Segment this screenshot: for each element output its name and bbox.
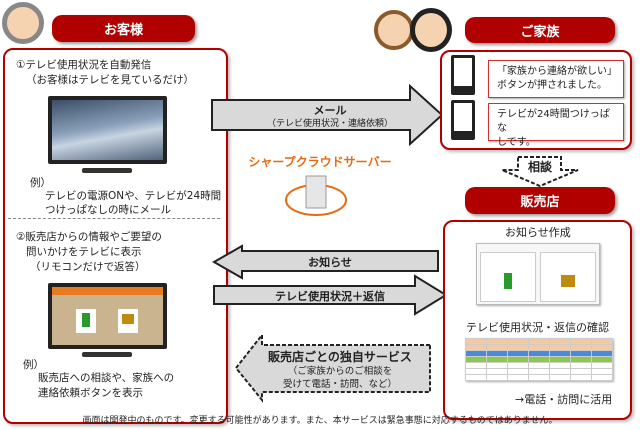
family-message-1: 「家族から連絡が欲しい」ボタンが押されました。 [488, 60, 624, 98]
family-header: ご家族 [465, 17, 615, 43]
example-label: 例） [23, 359, 44, 371]
tv-sky-image [48, 96, 167, 164]
family-message-2: テレビが24時間つけっぱなしです。 [488, 103, 624, 148]
server-icon [306, 176, 326, 208]
tv-stand [82, 168, 132, 173]
service-sub1: （ご家族からのご相談を [287, 366, 393, 377]
consult-label: 相談 [527, 160, 552, 174]
usage-label: →電話・訪問に活用 [515, 393, 613, 406]
service-sub2: 受けて電話・訪問、など） [282, 379, 397, 390]
grandmother-face-icon [2, 2, 44, 44]
step1-text: ①テレビ使用状況を自動発信 [16, 59, 152, 71]
divider [8, 218, 220, 219]
notice-arrow-label: お知らせ [308, 256, 352, 269]
message-text: しです。 [497, 137, 536, 148]
example-label: 例） [30, 177, 51, 189]
mail-arrow-sublabel: （テレビ使用状況・連絡依頼） [266, 119, 393, 129]
family-faces-icon [374, 8, 454, 54]
example2-text: 販売店への相談や、家族への [38, 372, 175, 384]
service-arrow-label: 販売店ごとの独自サービス [268, 350, 412, 364]
smartphone-icon [451, 55, 475, 95]
notice-editor-screenshot [476, 243, 600, 305]
step1-text-sub: （お客様はテレビを見ているだけ） [26, 74, 194, 86]
status-table-screenshot [465, 338, 613, 381]
message-text: テレビが24時間つけっぱな [497, 109, 610, 134]
tv-notice-screen [48, 283, 167, 349]
example2-text-2: 連絡依頼ボタンを表示 [38, 387, 143, 399]
customer-header: お客様 [52, 15, 195, 42]
example1-text: テレビの電源ONや、テレビが24時間 [45, 190, 222, 202]
footer-note: 画面は開発中のものです。変更する可能性があります。また、本サービスは緊急事態に対… [82, 416, 558, 426]
tv-stand [82, 352, 132, 357]
mail-arrow-label: メール [313, 104, 347, 117]
example1-text-2: つけっぱなしの時にメール [45, 204, 171, 216]
step2-text-3: （リモコンだけで返答） [30, 261, 146, 273]
step2-text-2: 問いかけをテレビに表示 [26, 246, 142, 258]
cloud-server-label: シャープクラウドサーバー [248, 155, 392, 169]
smartphone-icon [451, 100, 475, 140]
store-header: 販売店 [465, 187, 615, 214]
status-reply-arrow-label: テレビ使用状況＋返信 [275, 290, 385, 303]
message-text: ボタンが押されました。 [497, 80, 607, 91]
notice-create-label: お知らせ作成 [505, 226, 571, 239]
step2-text: ②販売店からの情報やご要望の [16, 231, 162, 243]
status-check-label: テレビ使用状況・返信の確認 [466, 321, 609, 334]
message-text: 「家族から連絡が欲しい」 [497, 66, 617, 77]
